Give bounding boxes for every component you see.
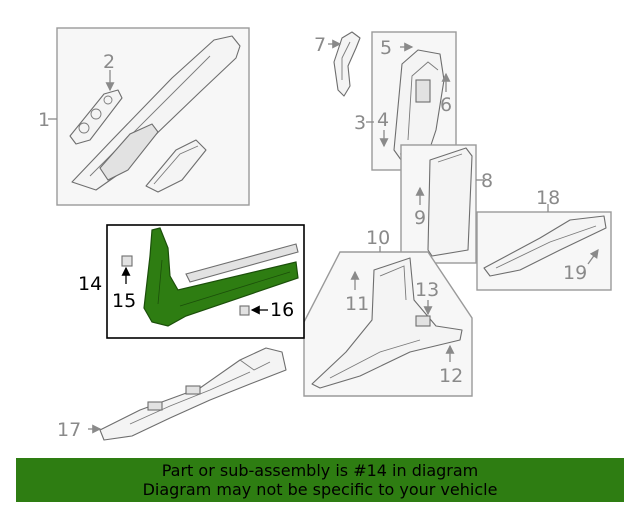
panel-a-pillar-group: 1 2	[38, 27, 250, 206]
panel-quarter-trim-group: 10 11 12 13	[303, 227, 473, 397]
callout-15: 15	[112, 290, 136, 312]
quarter-trim-part	[311, 257, 463, 389]
clip-15-part	[121, 255, 133, 267]
callout-12: 12	[439, 365, 463, 387]
b-pillar-lower-trim-part	[427, 147, 473, 257]
callout-9: 9	[414, 207, 426, 229]
sill-molding-strip-part	[185, 243, 299, 283]
footer-banner: Part or sub-assembly is #14 in diagram D…	[16, 458, 624, 502]
sill-plate-part-highlighted	[143, 227, 299, 327]
callout-16: 16	[270, 299, 294, 321]
footer-line-1: Part or sub-assembly is #14 in diagram	[161, 461, 479, 480]
callout-10: 10	[366, 227, 390, 249]
speaker-grille-part	[69, 89, 123, 145]
callout-11: 11	[345, 293, 369, 315]
grab-handle-part	[333, 31, 361, 97]
callout-8: 8	[481, 170, 493, 192]
callout-14: 14	[78, 273, 102, 295]
rocker-molding-part	[483, 215, 607, 277]
callout-13: 13	[415, 279, 439, 301]
callout-19: 19	[563, 262, 587, 284]
clip-16-part	[239, 305, 250, 316]
callout-18: 18	[536, 187, 560, 209]
footer-line-2: Diagram may not be specific to your vehi…	[142, 480, 498, 499]
panel-b-pillar-lower-group: 8 9	[400, 144, 493, 264]
callout-4: 4	[377, 109, 389, 131]
a-pillar-trim-part	[71, 35, 241, 193]
callout-1: 1	[38, 109, 50, 131]
callout-3: 3	[354, 112, 366, 134]
callout-2: 2	[103, 51, 115, 73]
callout-5: 5	[380, 37, 392, 59]
callout-17: 17	[57, 419, 81, 441]
callout-7: 7	[314, 34, 326, 56]
panel-rocker-group: 18 19	[476, 187, 612, 291]
sill-bracket-group: 17	[57, 347, 287, 441]
grab-handle-group: 7	[314, 31, 361, 97]
callout-6: 6	[440, 94, 452, 116]
panel-sill-plate-group: 14 15 16	[78, 224, 305, 339]
